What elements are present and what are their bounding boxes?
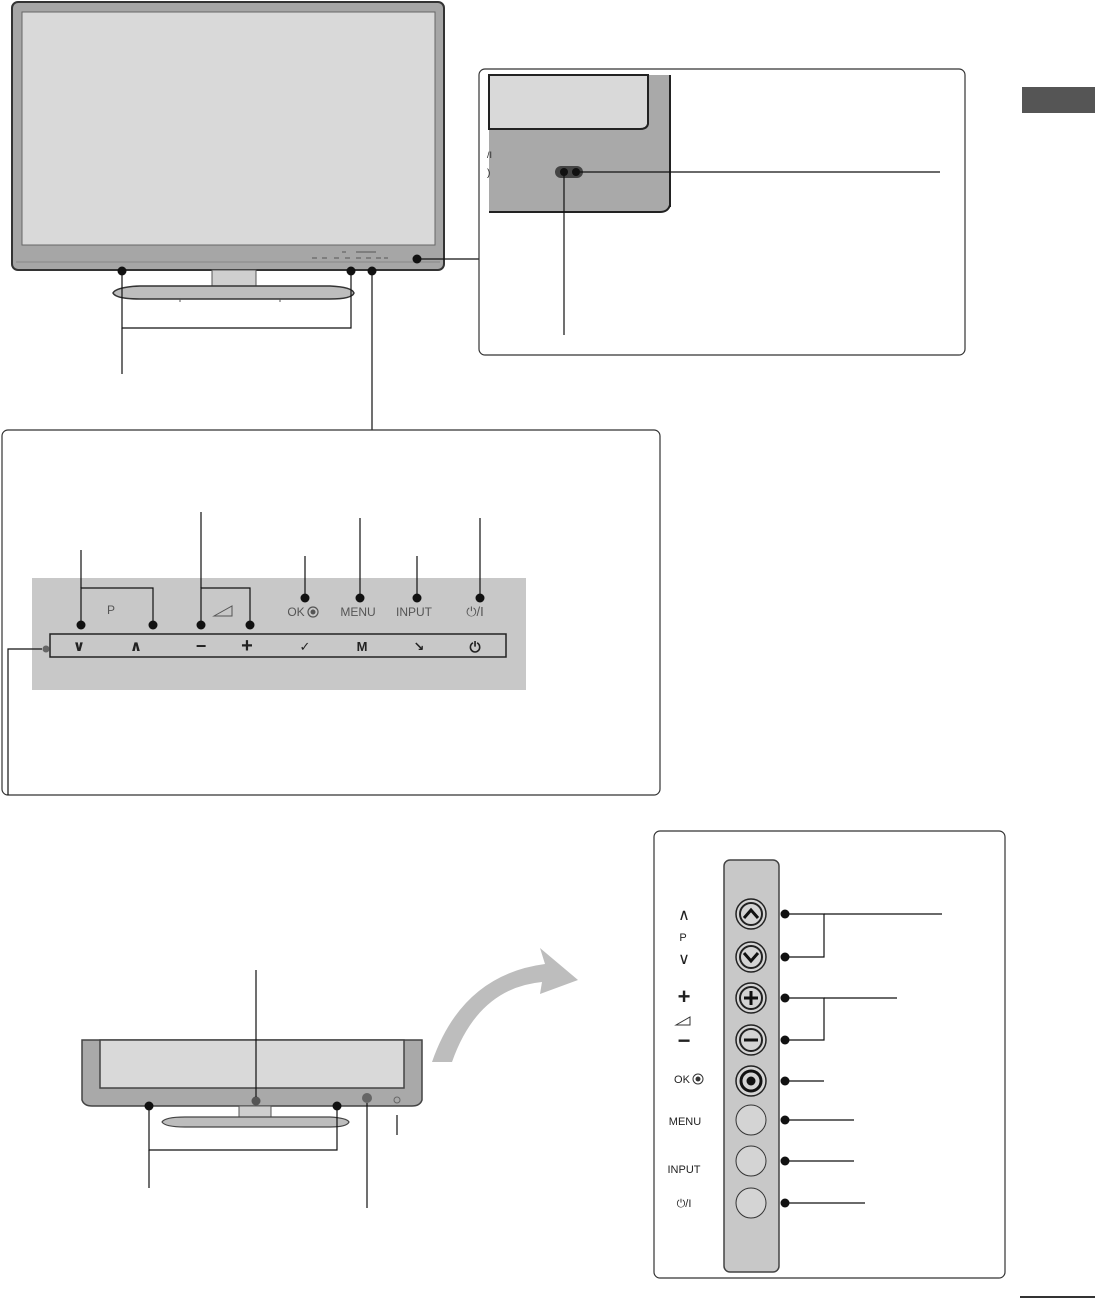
touch-menu-icon: M — [357, 639, 368, 654]
tv-stand-base — [112, 285, 355, 300]
zoom-screen — [488, 74, 649, 130]
control-strip-box: P OK MENU INPUT ⏻/I ∨ ∧ − + ✓ M ↘ ⏻ — [1, 429, 661, 796]
zoom-partial-label: /I — [487, 150, 492, 160]
side-menu-label: MENU — [669, 1116, 701, 1128]
bottom-speaker-bracket — [148, 1110, 338, 1151]
page-footer-line — [1020, 1296, 1095, 1298]
side-volume-triangle-icon — [674, 1016, 691, 1026]
callout-dot-sensor — [412, 254, 422, 264]
strip-ok-label: OK — [287, 605, 304, 619]
side-ch-up-symbol: ∧ — [678, 907, 690, 924]
side-channel-label: P — [679, 932, 686, 944]
ch-up-button[interactable] — [735, 898, 767, 930]
volume-bracket — [200, 587, 251, 625]
side-ch-down-symbol: ∨ — [678, 951, 690, 968]
arrow-shape — [432, 948, 578, 1062]
side-channel-bracket — [789, 913, 825, 958]
sensor-zoom-box: /I ) — [478, 68, 966, 356]
vol-down-button[interactable] — [735, 1024, 767, 1056]
side-panel-box: ∧ P ∨ + − OK MENU INPUT ⏻/I — [653, 830, 1006, 1279]
strip-menu-label: MENU — [340, 605, 375, 619]
vol-up-button[interactable] — [735, 982, 767, 1014]
volume-triangle-icon — [212, 605, 233, 617]
input-button[interactable] — [735, 1145, 767, 1177]
ok-target-icon — [307, 606, 319, 618]
menu-button[interactable] — [735, 1104, 767, 1136]
curved-arrow — [432, 948, 578, 1062]
bottom-tv-screen — [99, 1039, 405, 1089]
ok-button[interactable] — [735, 1065, 767, 1097]
touch-ch-down-icon: ∨ — [73, 638, 85, 655]
speaker-bracket — [121, 275, 352, 329]
strip-power-label: ⏻/I — [466, 604, 484, 619]
chevron-down-icon — [742, 952, 760, 964]
touch-input-icon: ↘ — [414, 639, 425, 654]
channel-bracket — [80, 587, 154, 625]
touch-ok-icon: ✓ — [300, 639, 311, 654]
touch-vol-down-icon: − — [196, 636, 207, 656]
side-power-label: ⏻/I — [677, 1198, 692, 1210]
touch-ch-up-icon: ∧ — [130, 638, 142, 655]
callout-dot-controls — [367, 266, 377, 276]
callout-dot-speaker-left — [117, 266, 127, 276]
ok-target-icon — [746, 1076, 756, 1086]
tv-screen — [21, 11, 436, 246]
power-button[interactable] — [735, 1187, 767, 1219]
callout-dot-speaker-right — [346, 266, 356, 276]
side-volume-bracket — [789, 997, 825, 1041]
touch-button-strip — [49, 633, 507, 658]
strip-input-label: INPUT — [396, 605, 433, 619]
side-ok-label: OK — [674, 1074, 691, 1086]
chevron-up-icon — [742, 907, 760, 919]
touch-vol-up-icon: + — [241, 635, 253, 657]
leader-touch-strip — [7, 648, 42, 795]
tv-front-view — [11, 1, 480, 430]
ch-down-button[interactable] — [735, 941, 767, 973]
touch-power-icon: ⏻ — [469, 639, 480, 655]
strip-channel-label: P — [107, 603, 115, 617]
side-vol-down-symbol: − — [678, 1028, 691, 1053]
bottom-tv-base — [161, 1116, 350, 1128]
section-tab — [1022, 87, 1095, 113]
tv-button-marks — [312, 251, 388, 259]
side-vol-up-symbol: + — [678, 984, 691, 1009]
tv-bottom-view — [81, 970, 423, 1208]
svg-text:): ) — [487, 168, 490, 179]
side-input-label: INPUT — [668, 1164, 701, 1176]
